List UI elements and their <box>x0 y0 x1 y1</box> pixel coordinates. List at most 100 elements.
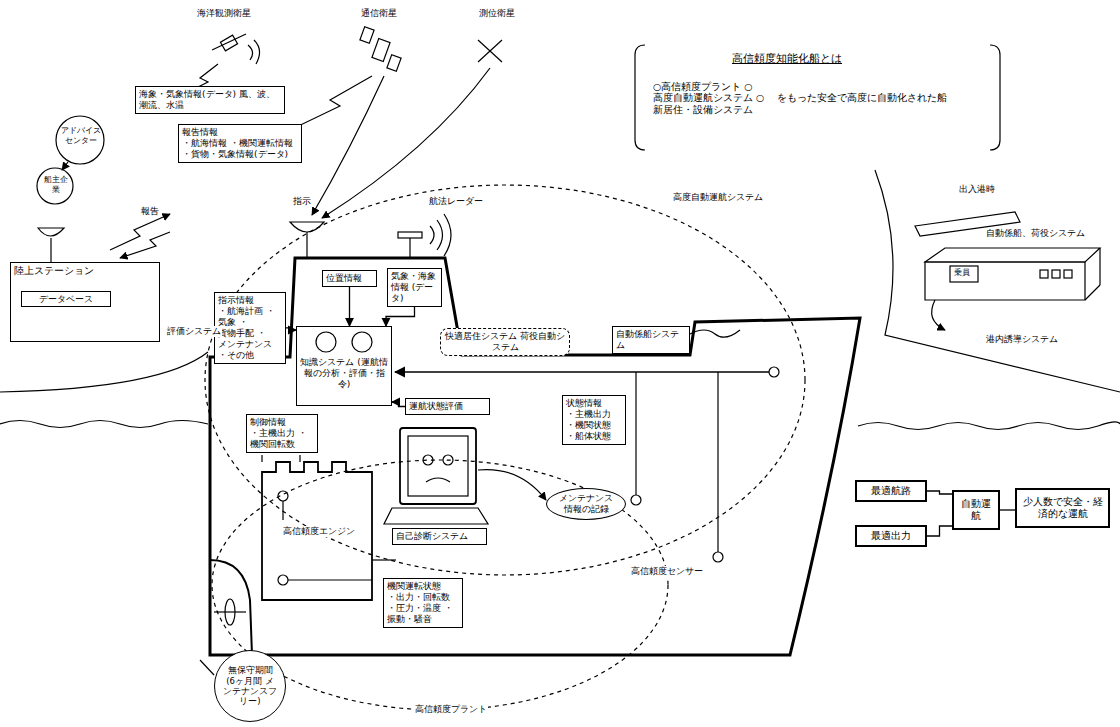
node-text: をもった安全で高度に自動化された船 <box>777 92 987 104</box>
living-system-box: 快適居住システム 荷役自動システム <box>440 328 570 356</box>
text-label: アドバイスセンター <box>59 126 103 145</box>
text-label: 自動係船、荷役システム <box>985 228 1086 239</box>
signal-tick <box>299 455 300 462</box>
node-text: ・航海計画 ・気象 ・貨物手配 ・メンテナンス ・その他 <box>218 306 282 361</box>
crew-box <box>950 266 978 282</box>
text-label: 港内誘導システム <box>985 334 1059 345</box>
text-label: 乗員 <box>953 268 971 278</box>
engine-part <box>278 491 288 501</box>
terminal-edge <box>1085 285 1100 300</box>
face-mouth <box>426 478 450 482</box>
node-text: 自動運航 <box>957 498 995 521</box>
signal-waves <box>248 40 260 64</box>
node-text: 無保守期間 (6ヶ月間 メンテナンスフリー) <box>223 665 277 706</box>
text-label: 海洋観測衛星 <box>196 8 252 19</box>
sensor-dot <box>631 495 641 505</box>
maintenance-circle: 無保守期間 (6ヶ月間 メンテナンスフリー) <box>214 650 286 722</box>
text-label: 船主企業 <box>42 175 70 194</box>
dial <box>352 332 372 352</box>
node-text: 快適居住システム 荷役自動システム <box>444 331 566 353</box>
node-text: データベース <box>25 294 107 304</box>
text-label: 高度自動運航システム <box>672 192 764 203</box>
face-eye <box>443 455 453 465</box>
node-text: ○高信頼度プラント ○高度自動運航システム ○新居住・設備システム <box>653 81 777 116</box>
engine-pipe <box>288 579 372 580</box>
antenna-mast <box>306 232 307 258</box>
guide-arrow <box>932 300 945 330</box>
record-arrow <box>478 470 546 500</box>
text-label: 出入港時 <box>958 184 996 195</box>
radio-link <box>120 232 170 258</box>
node-text: ・主機出力 ・機関回転数 <box>250 428 314 450</box>
computer-screen <box>408 436 468 496</box>
dial <box>316 332 336 352</box>
link-arrow <box>62 162 68 170</box>
definition-block: ○高信頼度プラント ○高度自動運航システム ○新居住・設備システムをもった安全で… <box>650 76 990 120</box>
connector <box>1000 509 1015 510</box>
auto-navigation-region <box>205 185 805 575</box>
mooring-rope <box>690 330 740 337</box>
weather-box: 気象・海象情報 (データ) <box>387 268 442 307</box>
text-label: 航法レーダー <box>428 196 484 207</box>
sensor-dot <box>769 367 779 377</box>
connector <box>386 307 415 326</box>
connector <box>349 287 350 326</box>
engine-state-box: 機関運転状態・出力・回転数 ・圧力・温度 ・振動・騒音 <box>383 578 463 628</box>
node-text: 状態情報 <box>566 398 622 409</box>
sensor-dot <box>713 552 723 562</box>
sensor-pole <box>717 372 718 552</box>
node-text: メンテナンス情報の記録 <box>555 493 617 515</box>
position-box: 位置情報 <box>322 270 377 287</box>
advice-center-circle <box>56 116 104 164</box>
bracket <box>990 45 1000 150</box>
node-text: ・主機出力 ・機関状態 ・船体状態 <box>566 409 622 442</box>
database-screen: データベース <box>21 291 111 307</box>
window <box>1040 270 1048 278</box>
node-text: 報告情報 <box>182 127 298 138</box>
connector <box>392 402 405 407</box>
ship-hull <box>210 258 860 655</box>
propeller-shaft <box>214 611 246 612</box>
diagnosis-box: 自己診断システム <box>392 528 487 545</box>
node-text: ・航海情報 ・機関運転情報 ・貨物・気象情報(データ) <box>182 138 298 160</box>
sensor-arrow <box>395 371 769 373</box>
engine-block <box>262 462 372 600</box>
connector <box>927 526 952 536</box>
bracket <box>635 45 645 150</box>
text-label: 高信頼度プラント <box>414 704 488 715</box>
ocean-satellite <box>212 34 246 51</box>
text-label: 高信頼度エンジン <box>282 526 356 537</box>
terminal-building <box>925 262 1085 300</box>
node-text: ・出力・回転数 ・圧力・温度 ・振動・騒音 <box>387 592 459 625</box>
window <box>1064 270 1072 278</box>
terminal-edge <box>1099 248 1100 285</box>
shoreline <box>0 352 208 392</box>
node-text: 陸上ステーション <box>14 265 156 277</box>
node-text: 最適出力 <box>860 530 922 542</box>
face-eye <box>423 455 433 465</box>
control-box: 制御情報・主機出力 ・機関回転数 <box>246 414 318 453</box>
terminal-roof <box>925 248 1100 262</box>
satellite-dish <box>290 222 324 232</box>
node-text: 自動係船システム <box>616 329 686 351</box>
node-text: 知識システム (運航情報の分析・評価・指令) <box>300 357 388 390</box>
keyboard <box>384 508 488 524</box>
station-dish <box>38 228 64 236</box>
text-label: 通信衛星 <box>360 8 398 19</box>
result-box: 少人数で安全・経済的な運航 <box>1015 488 1110 528</box>
communication-satellite <box>360 27 401 72</box>
station-mast <box>50 238 51 262</box>
evaluation-box: 運航状態評価 <box>405 398 490 415</box>
positioning-satellite <box>478 40 502 62</box>
antenna-mast <box>409 238 410 258</box>
connector <box>286 328 296 330</box>
radar-antenna <box>398 232 422 238</box>
stern-outline <box>210 560 252 655</box>
signal-tick <box>261 455 262 462</box>
node-text: 位置情報 <box>326 273 373 284</box>
text-label: 測位衛星 <box>478 8 516 19</box>
quay-line <box>875 170 1120 392</box>
window <box>1052 270 1060 278</box>
connector <box>927 491 952 494</box>
land-station: 陸上ステーションデータベース <box>10 262 160 342</box>
